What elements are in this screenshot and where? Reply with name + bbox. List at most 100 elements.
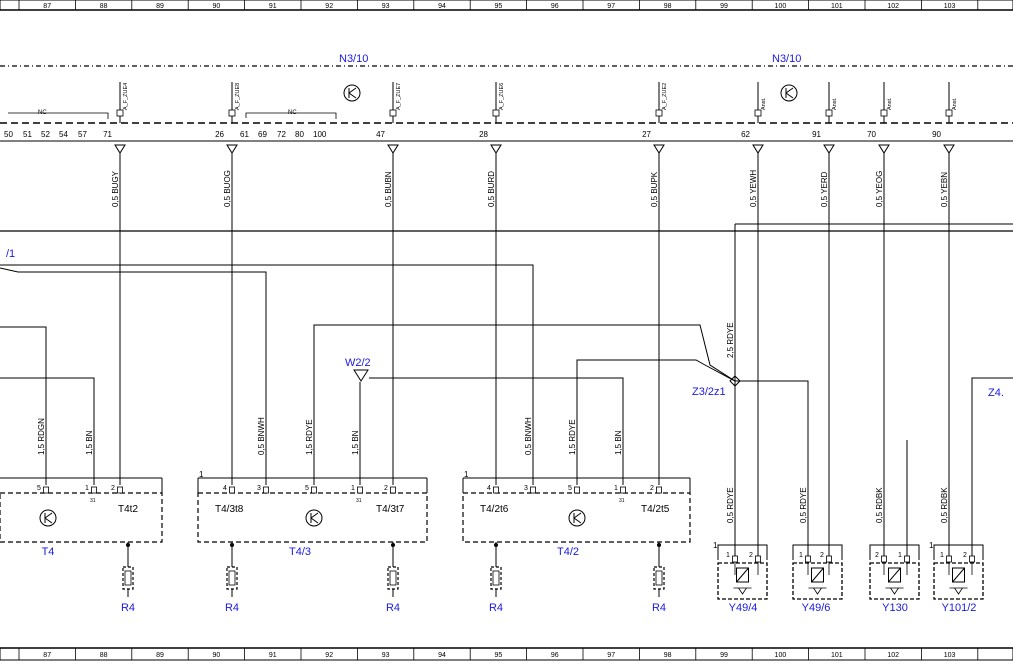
ruler-column-number: 102 [887,652,899,659]
valve-name: Y49/4 [729,602,758,614]
ruler-column-number: 94 [438,652,446,659]
ruler-column-number: 87 [43,3,51,10]
valve-name: Y130 [882,602,908,614]
ruler-column-number: 89 [156,3,164,10]
resistor: R4 [489,542,503,614]
wire-label: 1,5 BN [351,430,360,455]
transistor-icon [310,512,319,524]
terminal-label: T4/3t7 [376,504,405,515]
pin-number: 3 [524,485,528,492]
pin-number: 71 [103,130,112,139]
ruler-column-number: 92 [325,3,333,10]
pin-number: 1 [351,485,355,492]
wire-label: 2,5 RDYE [726,322,735,358]
pin-number: 4 [487,485,491,492]
ruler-column-number: 93 [382,3,390,10]
ruler-column-number: 91 [269,3,277,10]
nc-pin: 100 [313,130,327,139]
wire-label: 0,5 BNWH [257,417,266,455]
ruler-column-number: 89 [156,652,164,659]
wire-label: 0,5 BUOG [223,170,232,207]
frame-pin: 1 [464,470,469,479]
ruler-column-number: 88 [100,3,108,10]
nc-pin: 80 [295,130,304,139]
pin-number: 2 [749,552,753,559]
ruler-column-number: 102 [887,3,899,10]
pin-column: Anst.620,5 YEWH [741,82,767,560]
ruler-column-number: 97 [607,652,615,659]
ruler-column-number: 94 [438,3,446,10]
ref-z4: Z4. [988,387,1004,399]
nc-pin: 52 [41,130,50,139]
nc-group-mid: NC [245,110,337,119]
pin-number: 62 [741,130,750,139]
resistor-name: R4 [386,602,400,614]
transistor-icon [44,512,53,524]
pin-number: 91 [812,130,821,139]
ruler-column-number: 95 [495,3,503,10]
nc-label: NC [288,110,297,116]
ruler-column-number: 96 [551,652,559,659]
wire-label: 0,5 BNWH [524,417,533,455]
module-label-right: N3/10 [772,53,801,65]
pin-number: 2 [963,552,967,559]
pin-number: 2 [820,552,824,559]
transformer-name: T4/3 [289,546,311,558]
nc-label: NC [38,110,47,116]
signal-name: Anst. [887,97,893,110]
pin-number: 2 [650,485,654,492]
resistor-name: R4 [489,602,503,614]
ruler-column-number: 93 [382,652,390,659]
module-label-left: N3/10 [339,53,368,65]
wire-label: 0,5 BUBN [384,171,393,207]
wire-label: 0,5 RDYE [726,487,735,523]
wire-routing [0,224,1013,485]
ruler-column-number: 96 [551,3,559,10]
transformer-name: T4 [42,546,55,558]
resistor: R4 [652,542,666,614]
signal-name: A_F_ZUE4 [123,83,129,110]
frame-pin: 1 [199,470,204,479]
resistor-name: R4 [121,602,135,614]
wire-label: 0,5 BURD [487,171,496,207]
pin-number: 1 [799,552,803,559]
nc-group-left: NC [8,110,109,119]
wire-label: 0,5 YEWH [749,170,758,207]
pin-number: 1 [726,552,730,559]
wire-label: 0,5 YEBN [940,172,949,207]
signal-name: A_F_ZUE7 [396,83,402,110]
ref-left-edge: /1 [6,248,15,260]
pin-number: 4 [223,485,227,492]
terminal-label: T4/2t5 [641,504,670,515]
ruler-column-number: 103 [944,3,956,10]
signal-name: A_F_ZUE2 [662,83,668,110]
signal-name: Anst. [832,97,838,110]
wire-label: 1,5 RDYE [305,419,314,455]
signal-name: A_F_ZUE8 [235,83,241,110]
ruler-column-number: 99 [720,652,728,659]
pin-number: 2 [875,552,879,559]
frame-pin: 1 [713,541,718,550]
pin-31: 31 [90,498,96,504]
wire-label: 0,5 RDBK [875,487,884,523]
ruler-column-number: 99 [720,3,728,10]
nc-pin: 57 [78,130,87,139]
resistor-name: R4 [225,602,239,614]
resistor: R4 [386,542,400,614]
ruler-column-number: 90 [213,652,221,659]
